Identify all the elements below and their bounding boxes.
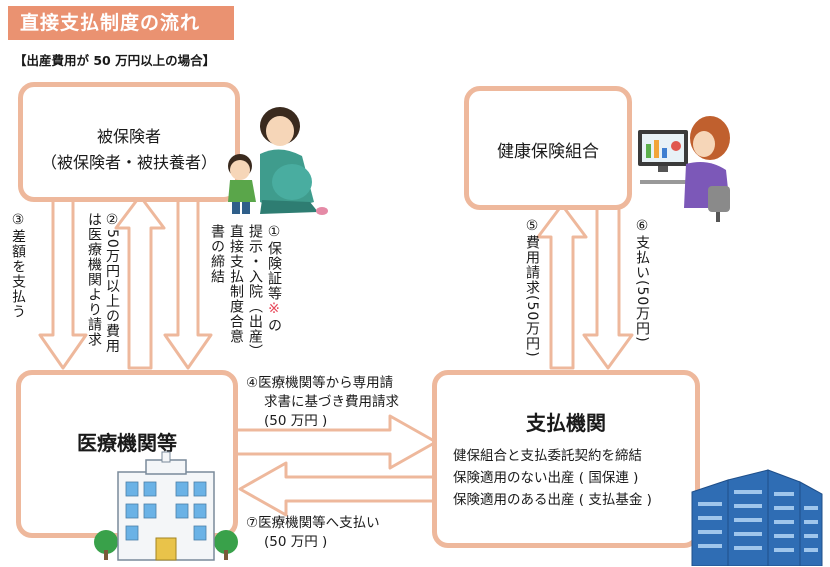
step1-label-col1: ①保険証等※の [266,224,282,333]
note-mark: ※ [266,301,282,318]
payment-org-line-2: 保険適用のない出産 ( 国保連 ) [453,470,639,486]
step1-label-col2: 提示・入院（出産） [247,224,263,359]
arrow-step1 [163,194,213,370]
payment-org-box: 支払機関 健保組合と支払委託契約を締結 保険適用のない出産 ( 国保連 ) 保険… [432,370,700,548]
page-subtitle: 【出産費用が 50 万円以上の場合】 [14,53,216,68]
arrow-step7 [238,461,438,517]
office-tower-illustration [691,469,823,566]
mother-child-illustration [228,107,328,215]
health-union-label: 健康保険組合 [497,142,599,162]
office-worker-illustration [638,116,730,222]
insured-label: 被保険者 [96,127,161,146]
step1-label-col3: 直接支払制度合意 [228,224,244,344]
payment-org-line-1: 健保組合と支払委託契約を締結 [453,448,642,464]
arrow-step5 [536,203,588,370]
step2-label-col2: は医療機関より請求 [86,212,102,347]
hospital-building-illustration [94,451,238,561]
step5-label: ⑤費用請求(50万円) [524,218,540,358]
step7-line-1: ⑦医療機関等へ支払い [246,515,380,531]
insured-box: 被保険者 （被保険者・被扶養者） [18,82,240,202]
step6-label: ⑥支払い(50万円) [634,218,650,343]
step1-label-col4: 書の締結 [209,224,225,284]
health-union-box: 健康保険組合 [464,86,632,210]
arrow-step3 [38,194,88,370]
payment-org-label: 支払機関 [526,411,606,435]
step4-line-3: (50 万円 ) [264,413,328,429]
page-title: 直接支払制度の流れ [8,6,234,40]
step7-line-2: (50 万円 ) [264,534,328,550]
step2-label-col1: ②50万円以上の費用 [104,212,120,354]
step4-line-2: 求書に基づき費用請求 [264,394,399,410]
step4-line-1: ④医療機関等から専用請 [246,375,394,391]
insured-sub-label: （被保険者・被扶養者） [40,153,217,172]
arrow-step6 [582,203,634,370]
payment-org-line-3: 保険適用のある出産 ( 支払基金 ) [453,492,652,508]
medical-label: 医療機関等 [77,431,177,455]
step3-label: ③差額を支払う [10,212,26,319]
arrow-step4 [234,414,438,470]
step1-text-end: の [266,318,282,333]
arrow-step2 [114,194,166,370]
step1-text: ①保険証等 [266,224,282,301]
